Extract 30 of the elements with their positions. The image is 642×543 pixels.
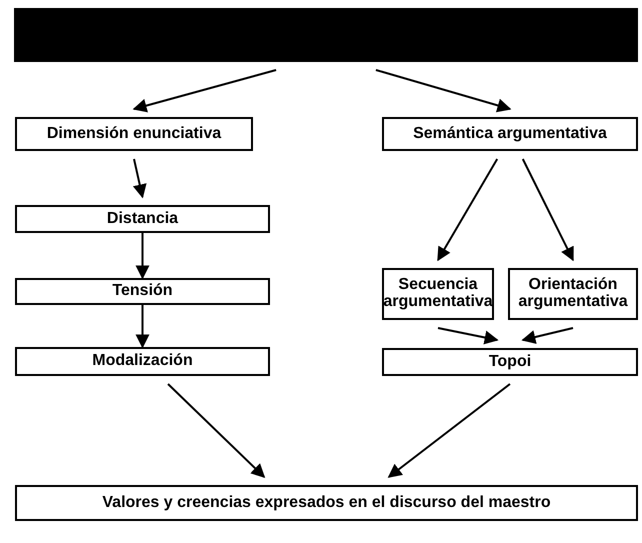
arrow: [438, 327, 499, 344]
arrow: [132, 69, 276, 112]
box-label: Tensión: [112, 283, 173, 300]
box-label: Dimensión enunciativa: [46, 126, 222, 142]
box-label: Orientación argumentativa: [517, 277, 629, 311]
concept-box: [15, 485, 638, 521]
concept-box: [382, 117, 638, 151]
concept-box: [15, 117, 253, 151]
title-bar: [14, 8, 638, 62]
concept-box: [508, 268, 638, 320]
arrow: [136, 233, 150, 280]
box-label: Valores y creencias expresados en el discurso del maestro: [102, 494, 551, 512]
box-label: Distancia: [106, 210, 178, 228]
concept-box: [15, 205, 270, 233]
concept-box: [382, 268, 494, 320]
arrow: [132, 158, 147, 198]
arrow: [167, 383, 266, 478]
arrow: [388, 383, 511, 478]
concept-box: [382, 348, 638, 376]
concept-box: [15, 347, 270, 376]
box-label: Semántica argumentativa: [413, 126, 607, 142]
arrow: [521, 327, 574, 344]
box-label: Secuencia argumentativa: [383, 277, 493, 311]
box-label: Modalización: [92, 353, 193, 370]
arrow: [437, 158, 498, 262]
arrow: [376, 69, 512, 112]
box-label: Topoi: [488, 354, 532, 370]
concept-box: [15, 278, 270, 305]
arrow: [136, 305, 150, 348]
arrow: [522, 158, 574, 262]
